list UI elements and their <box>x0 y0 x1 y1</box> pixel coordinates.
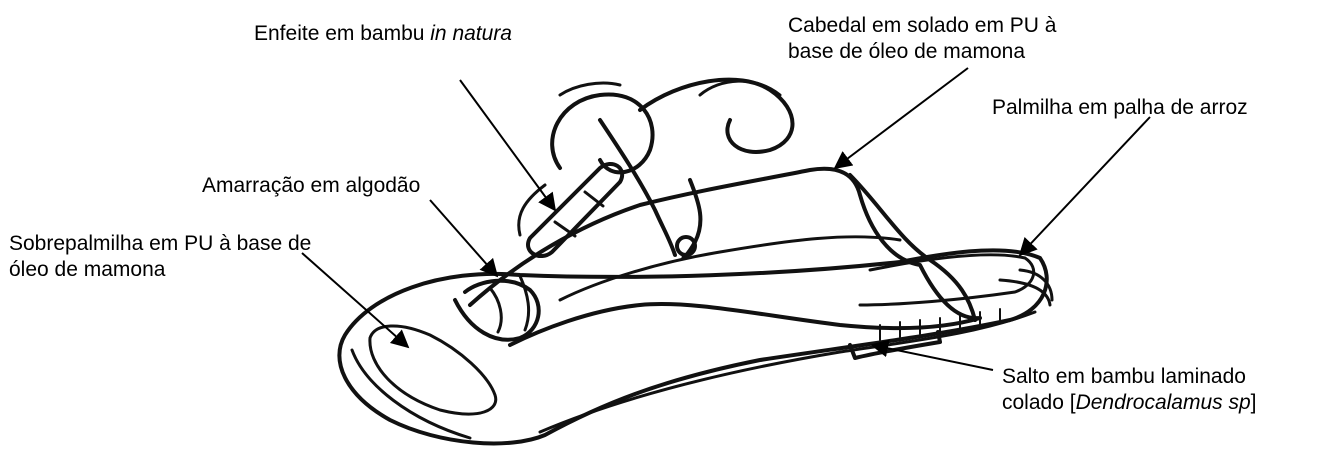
label-palmilha-text: Palmilha em palha de arroz <box>992 96 1248 119</box>
arrow-amarracao <box>430 200 497 276</box>
label-enfeite: Enfeite em bambu in natura <box>254 21 512 47</box>
label-salto-italic: Dendrocalamus sp <box>1076 391 1251 414</box>
label-cabedal-line2: base de óleo de mamona <box>788 39 1056 65</box>
label-enfeite-text: Enfeite em bambu <box>254 22 430 45</box>
label-sobrepalmilha-line1: Sobrepalmilha em PU à base de <box>9 231 311 257</box>
label-cabedal: Cabedal em solado em PU à base de óleo d… <box>788 13 1056 65</box>
label-cabedal-line1: Cabedal em solado em PU à <box>788 13 1056 39</box>
bamboo-ornament <box>528 164 622 256</box>
label-salto: Salto em bambu laminado colado [Dendroca… <box>1002 364 1257 416</box>
arrow-sobrepalmilha <box>302 253 408 347</box>
label-enfeite-italic: in natura <box>430 22 512 45</box>
arrow-palmilha <box>1020 117 1150 255</box>
label-sobrepalmilha-line2: óleo de mamona <box>9 257 311 283</box>
sandal-drawing <box>339 80 1052 444</box>
cotton-lacing <box>552 80 792 258</box>
arrow-cabedal <box>835 68 968 168</box>
label-salto-line2: colado [Dendrocalamus sp] <box>1002 390 1257 416</box>
outer-sole <box>339 250 1046 443</box>
insole-front <box>370 326 496 414</box>
label-salto-prefix: colado [ <box>1002 391 1076 414</box>
arrow-enfeite <box>460 80 555 210</box>
label-amarracao-text: Amarração em algodão <box>202 174 420 197</box>
label-salto-suffix: ] <box>1251 391 1257 414</box>
arrow-salto <box>872 345 993 370</box>
label-salto-line1: Salto em bambu laminado <box>1002 364 1257 390</box>
label-sobrepalmilha: Sobrepalmilha em PU à base de óleo de ma… <box>9 231 311 283</box>
label-palmilha: Palmilha em palha de arroz <box>992 95 1248 121</box>
label-amarracao: Amarração em algodão <box>202 173 420 199</box>
